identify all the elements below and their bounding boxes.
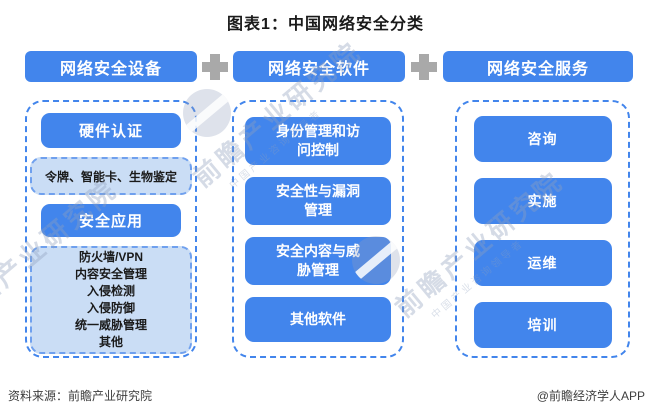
plus-icon — [202, 54, 228, 80]
item-content-threat-mgmt: 安全内容与威 胁管理 — [245, 237, 391, 285]
item-hardware-auth: 硬件认证 — [41, 113, 181, 148]
detail-line: 内容安全管理 — [74, 267, 147, 281]
equipment-group: 硬件认证 令牌、智能卡、生物鉴定 安全应用 防火墙/VPN 内容安全管理 入侵检… — [25, 100, 197, 358]
item-other-software: 其他软件 — [245, 297, 391, 342]
column-header-service: 网络安全服务 — [443, 51, 633, 82]
software-group: 身份管理和访 问控制 安全性与漏洞 管理 安全内容与威 胁管理 其他软件 — [232, 100, 404, 358]
item-implementation: 实施 — [473, 178, 612, 224]
detail-line: 入侵检测 — [86, 284, 135, 298]
item-identity-access-control: 身份管理和访 问控制 — [245, 117, 391, 165]
app-credit: @前瞻经济学人APP — [536, 389, 645, 403]
item-training: 培训 — [473, 302, 612, 348]
detail-line: 其他 — [98, 335, 123, 349]
column-header-software: 网络安全软件 — [233, 51, 405, 82]
item-security-vulnerability-mgmt: 安全性与漏洞 管理 — [245, 177, 391, 225]
item-consulting: 咨询 — [473, 116, 612, 162]
column-header-equipment: 网络安全设备 — [25, 51, 197, 82]
detail-line: 统一威胁管理 — [74, 318, 147, 332]
detail-line: 入侵防御 — [86, 301, 135, 315]
item-token-smartcard-bio: 令牌、智能卡、生物鉴定 — [30, 157, 192, 195]
figure-title: 图表1：中国网络安全分类 — [227, 16, 424, 33]
item-security-app-detail: 防火墙/VPN 内容安全管理 入侵检测 入侵防御 统一威胁管理 其他 — [30, 246, 192, 354]
plus-icon — [411, 54, 437, 80]
service-group: 咨询 实施 运维 培训 — [455, 100, 630, 358]
detail-line: 防火墙/VPN — [78, 250, 143, 264]
item-security-app: 安全应用 — [41, 204, 181, 237]
item-operation-maintenance: 运维 — [473, 240, 612, 286]
source-note: 资料来源：前瞻产业研究院 — [8, 389, 153, 403]
